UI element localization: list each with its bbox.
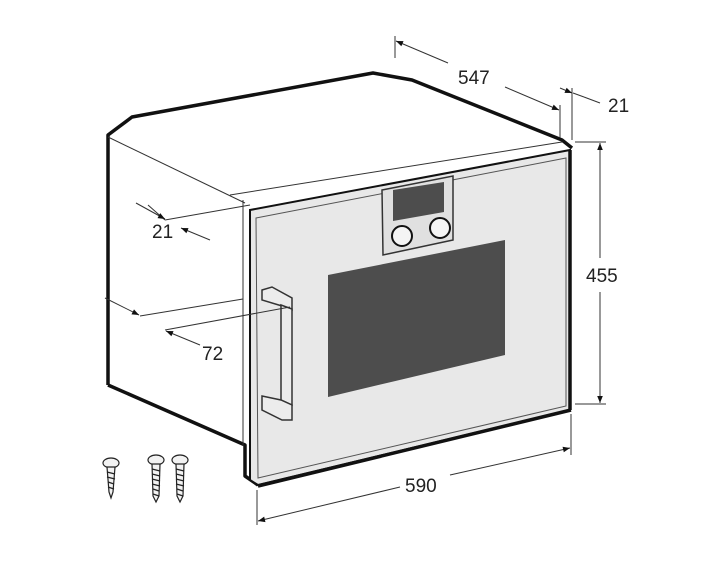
door-handle (261, 286, 293, 421)
dimension-width: 590 (256, 414, 572, 525)
dimension-depth: 547 (394, 36, 561, 138)
knob-left (391, 225, 413, 247)
dimension-label-side-offset: 21 (152, 222, 173, 243)
screw-icon (102, 457, 120, 500)
dimension-front-top-offset: 21 (559, 87, 629, 140)
dimension-label-height: 455 (586, 266, 618, 287)
display-screen (393, 182, 444, 221)
oven-window (328, 240, 505, 397)
dimension-label-width: 590 (405, 476, 437, 497)
dimension-label-front-top-offset: 21 (608, 96, 629, 117)
oven-door (249, 148, 572, 488)
control-panel (381, 175, 454, 256)
dimension-height: 455 (575, 141, 618, 405)
screw-icon (171, 454, 189, 504)
knob-right (429, 217, 451, 239)
dimension-label-depth: 547 (458, 68, 490, 89)
dimension-label-handle-offset: 72 (202, 344, 223, 365)
screw-icon (147, 454, 165, 504)
dimension-handle-offset: 72 (104, 297, 291, 365)
dimension-side-offset: 21 (135, 202, 251, 243)
